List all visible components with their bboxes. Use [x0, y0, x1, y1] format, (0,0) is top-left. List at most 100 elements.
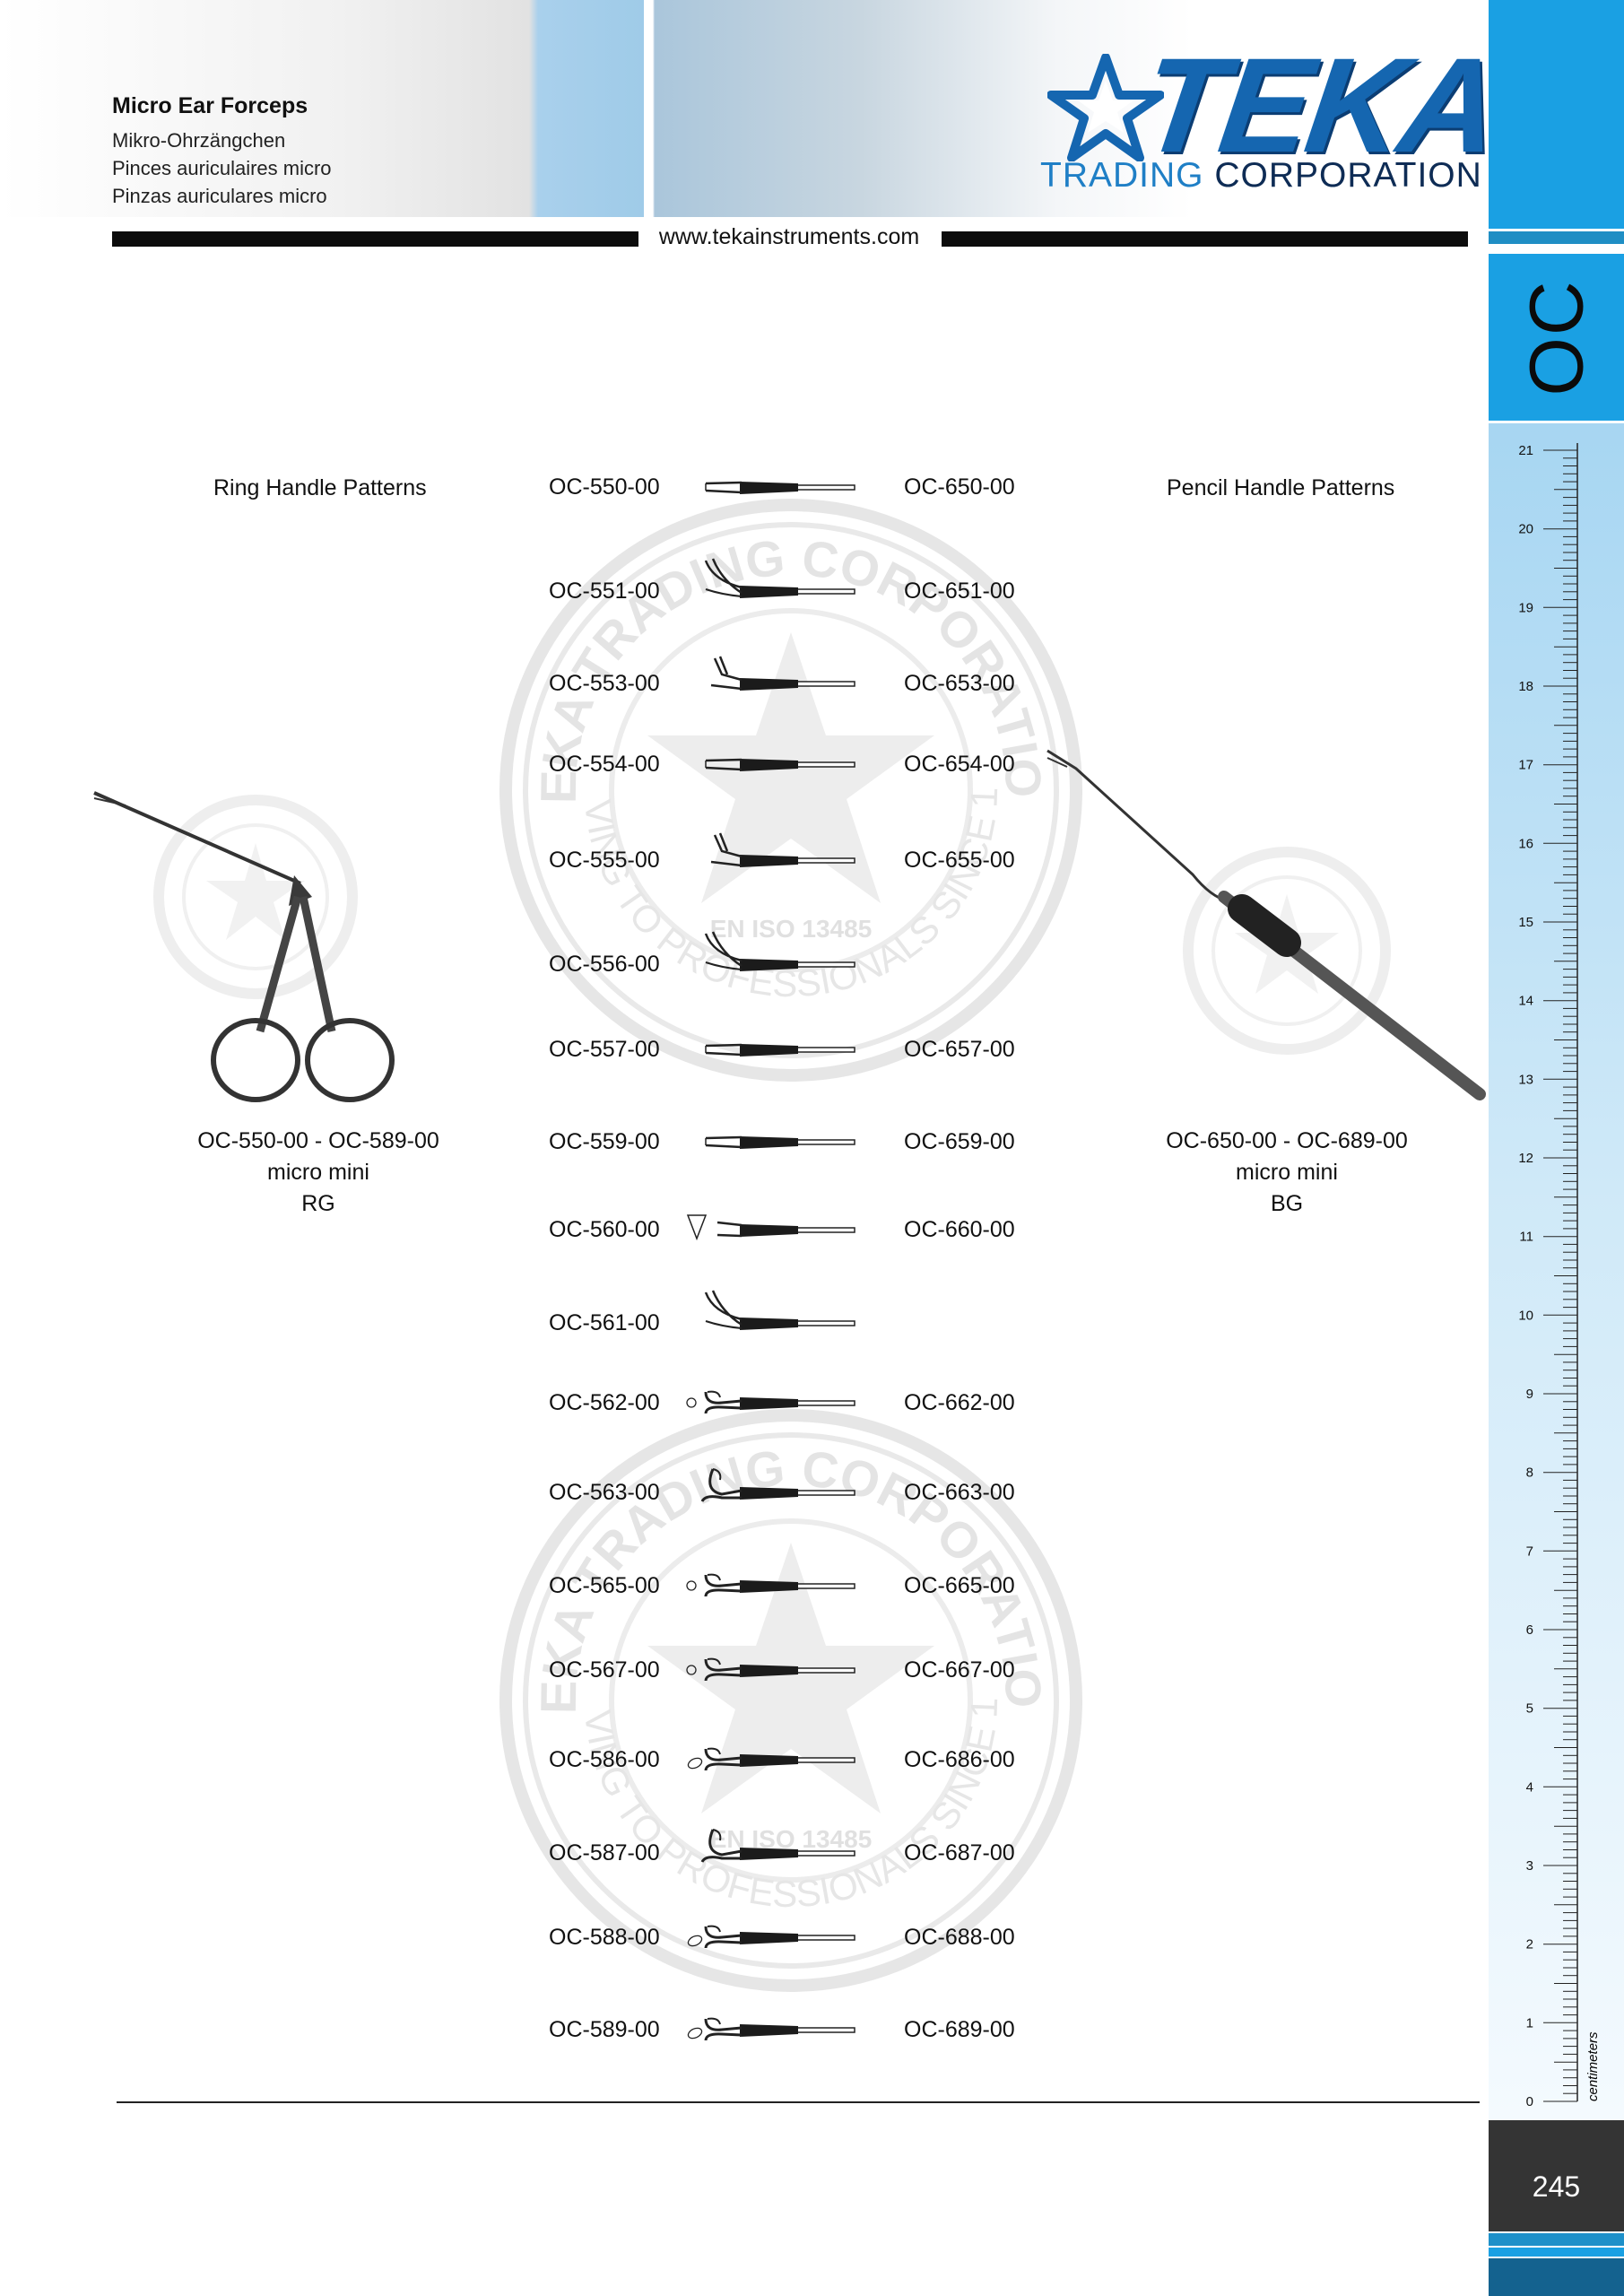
ring-handle-code: RG [301, 1191, 335, 1216]
ring-handle-caption: OC-550-00 - OC-589-00 micro mini RG [143, 1126, 493, 1220]
instrument-tip-image [700, 1468, 855, 1502]
ruler-label: 10 [1518, 1308, 1533, 1323]
instrument-tip-image [686, 1214, 855, 1241]
header-background [0, 0, 1489, 217]
ring-handle-range: OC-550-00 - OC-589-00 [197, 1128, 439, 1153]
ring-handle-forceps-image [93, 791, 395, 1102]
pencil-handle-forceps-image [1046, 749, 1486, 1100]
header-bar-left [112, 231, 638, 247]
ring-handle-heading: Ring Handle Patterns [213, 475, 427, 500]
pencil-handle-heading: Pencil Handle Patterns [1167, 475, 1395, 500]
item-code-left: OC-551-00 [549, 578, 660, 604]
ruler-label: 12 [1518, 1151, 1533, 1166]
item-code-left: OC-555-00 [549, 848, 660, 873]
item-code-left: OC-550-00 [549, 474, 660, 500]
item-code-right: OC-665-00 [904, 1573, 1015, 1598]
ruler-label: 17 [1518, 758, 1533, 773]
ruler-label: 15 [1518, 915, 1533, 930]
item-code-right: OC-659-00 [904, 1129, 1015, 1154]
logo-corporation: CORPORATION [1214, 156, 1482, 195]
instrument-tip-image [686, 1390, 855, 1414]
item-code-right: OC-650-00 [904, 474, 1015, 500]
item-code-right: OC-662-00 [904, 1390, 1015, 1415]
logo-trading: TRADING [1040, 156, 1204, 195]
ruler-label: 6 [1526, 1622, 1533, 1638]
ruler-label: 0 [1526, 2094, 1533, 2109]
footer-rule [117, 2101, 1480, 2103]
item-code-right: OC-688-00 [904, 1925, 1015, 1950]
item-code-right: OC-689-00 [904, 2017, 1015, 2042]
subtitle-de: Mikro-Ohrzängchen [112, 129, 286, 152]
item-code-left: OC-553-00 [549, 671, 660, 696]
watermark-iso-text: EN ISO 13485 [710, 915, 873, 943]
ruler-label: 21 [1518, 443, 1533, 458]
item-code-right: OC-660-00 [904, 1217, 1015, 1242]
instrument-tip-image [700, 1829, 855, 1863]
item-code-left: OC-565-00 [549, 1573, 660, 1598]
item-code-left: OC-567-00 [549, 1657, 660, 1683]
sidebar-bottom-stripe-3 [1489, 2258, 1624, 2296]
sidebar-bottom-stripe-2 [1489, 2248, 1624, 2257]
instrument-tip-image [704, 558, 855, 598]
instrument-tip-image [686, 1573, 855, 1597]
item-code-left: OC-556-00 [549, 952, 660, 977]
instrument-tip-image [687, 2017, 855, 2041]
instrument-tip-image [704, 931, 855, 971]
ruler-label: 3 [1526, 1858, 1533, 1874]
subtitle-fr: Pinces auriculaires micro [112, 157, 332, 179]
item-code-right: OC-686-00 [904, 1747, 1015, 1772]
pencil-handle-caption: OC-650-00 - OC-689-00 micro mini BG [1112, 1126, 1462, 1220]
item-code-right: OC-653-00 [904, 671, 1015, 696]
section-code: OC [1514, 279, 1598, 396]
item-code-right: OC-657-00 [904, 1037, 1015, 1062]
header-bar-right [942, 231, 1468, 247]
item-code-right: OC-667-00 [904, 1657, 1015, 1683]
item-code-right: OC-654-00 [904, 752, 1015, 777]
pencil-handle-code: BG [1270, 1191, 1304, 1216]
ruler-label: 14 [1518, 994, 1533, 1009]
ruler-label: 13 [1518, 1072, 1533, 1087]
item-code-left: OC-588-00 [549, 1925, 660, 1950]
instrument-tip-image [710, 832, 855, 867]
ruler-label: 11 [1519, 1230, 1533, 1245]
watermark-seal-lower: TEKA TRADING CORPORATION SERVING TO PROF… [499, 1408, 1082, 1992]
item-code-left: OC-560-00 [549, 1217, 660, 1242]
pencil-handle-size: micro mini [1236, 1160, 1338, 1185]
item-code-left: OC-563-00 [549, 1480, 660, 1505]
centimeter-ruler: 0123456789101112131415161718192021centim… [1518, 443, 1601, 2109]
instrument-tip-image [710, 656, 855, 691]
item-code-right: OC-687-00 [904, 1840, 1015, 1866]
ruler-label: 18 [1518, 679, 1533, 694]
item-code-right: OC-655-00 [904, 848, 1015, 873]
instrument-tip-image [705, 758, 855, 771]
watermark-iso-text: EN ISO 13485 [710, 1825, 873, 1853]
sidebar-top-block [1489, 0, 1624, 229]
item-code-left: OC-587-00 [549, 1840, 660, 1866]
item-code-left: OC-557-00 [549, 1037, 660, 1062]
ruler-label: 4 [1526, 1779, 1533, 1795]
item-code-left: OC-554-00 [549, 752, 660, 777]
ruler-label: 9 [1526, 1387, 1533, 1402]
ruler-label: 20 [1518, 522, 1533, 537]
item-code-right: OC-651-00 [904, 578, 1015, 604]
website-link[interactable]: www.tekainstruments.com [658, 224, 920, 249]
logo-brand: TEKA [1133, 30, 1507, 180]
ruler-label: 7 [1526, 1544, 1533, 1559]
watermark-seal-upper: TEKA TRADING CORPORATION SERVING TO PROF… [499, 498, 1082, 1082]
instrument-tip-image [687, 1925, 855, 1949]
ruler-label: 5 [1526, 1701, 1533, 1717]
ruler-label: 16 [1518, 836, 1533, 851]
item-code-left: OC-562-00 [549, 1390, 660, 1415]
subtitle-es: Pinzas auriculares micro [112, 185, 327, 207]
instrument-tip-image [686, 1657, 855, 1682]
item-code-left: OC-589-00 [549, 2017, 660, 2042]
section-tab[interactable]: OC [1489, 254, 1624, 421]
logo-star-icon [1047, 54, 1164, 161]
page-number-box [1489, 2120, 1624, 2231]
page-number: 245 [1532, 2170, 1581, 2203]
ruler-label: 8 [1526, 1465, 1533, 1481]
ruler-background [1489, 423, 1624, 2120]
ruler-label: 1 [1526, 2015, 1533, 2031]
sidebar-divider [1489, 231, 1624, 244]
instrument-tip-image [705, 1043, 855, 1057]
